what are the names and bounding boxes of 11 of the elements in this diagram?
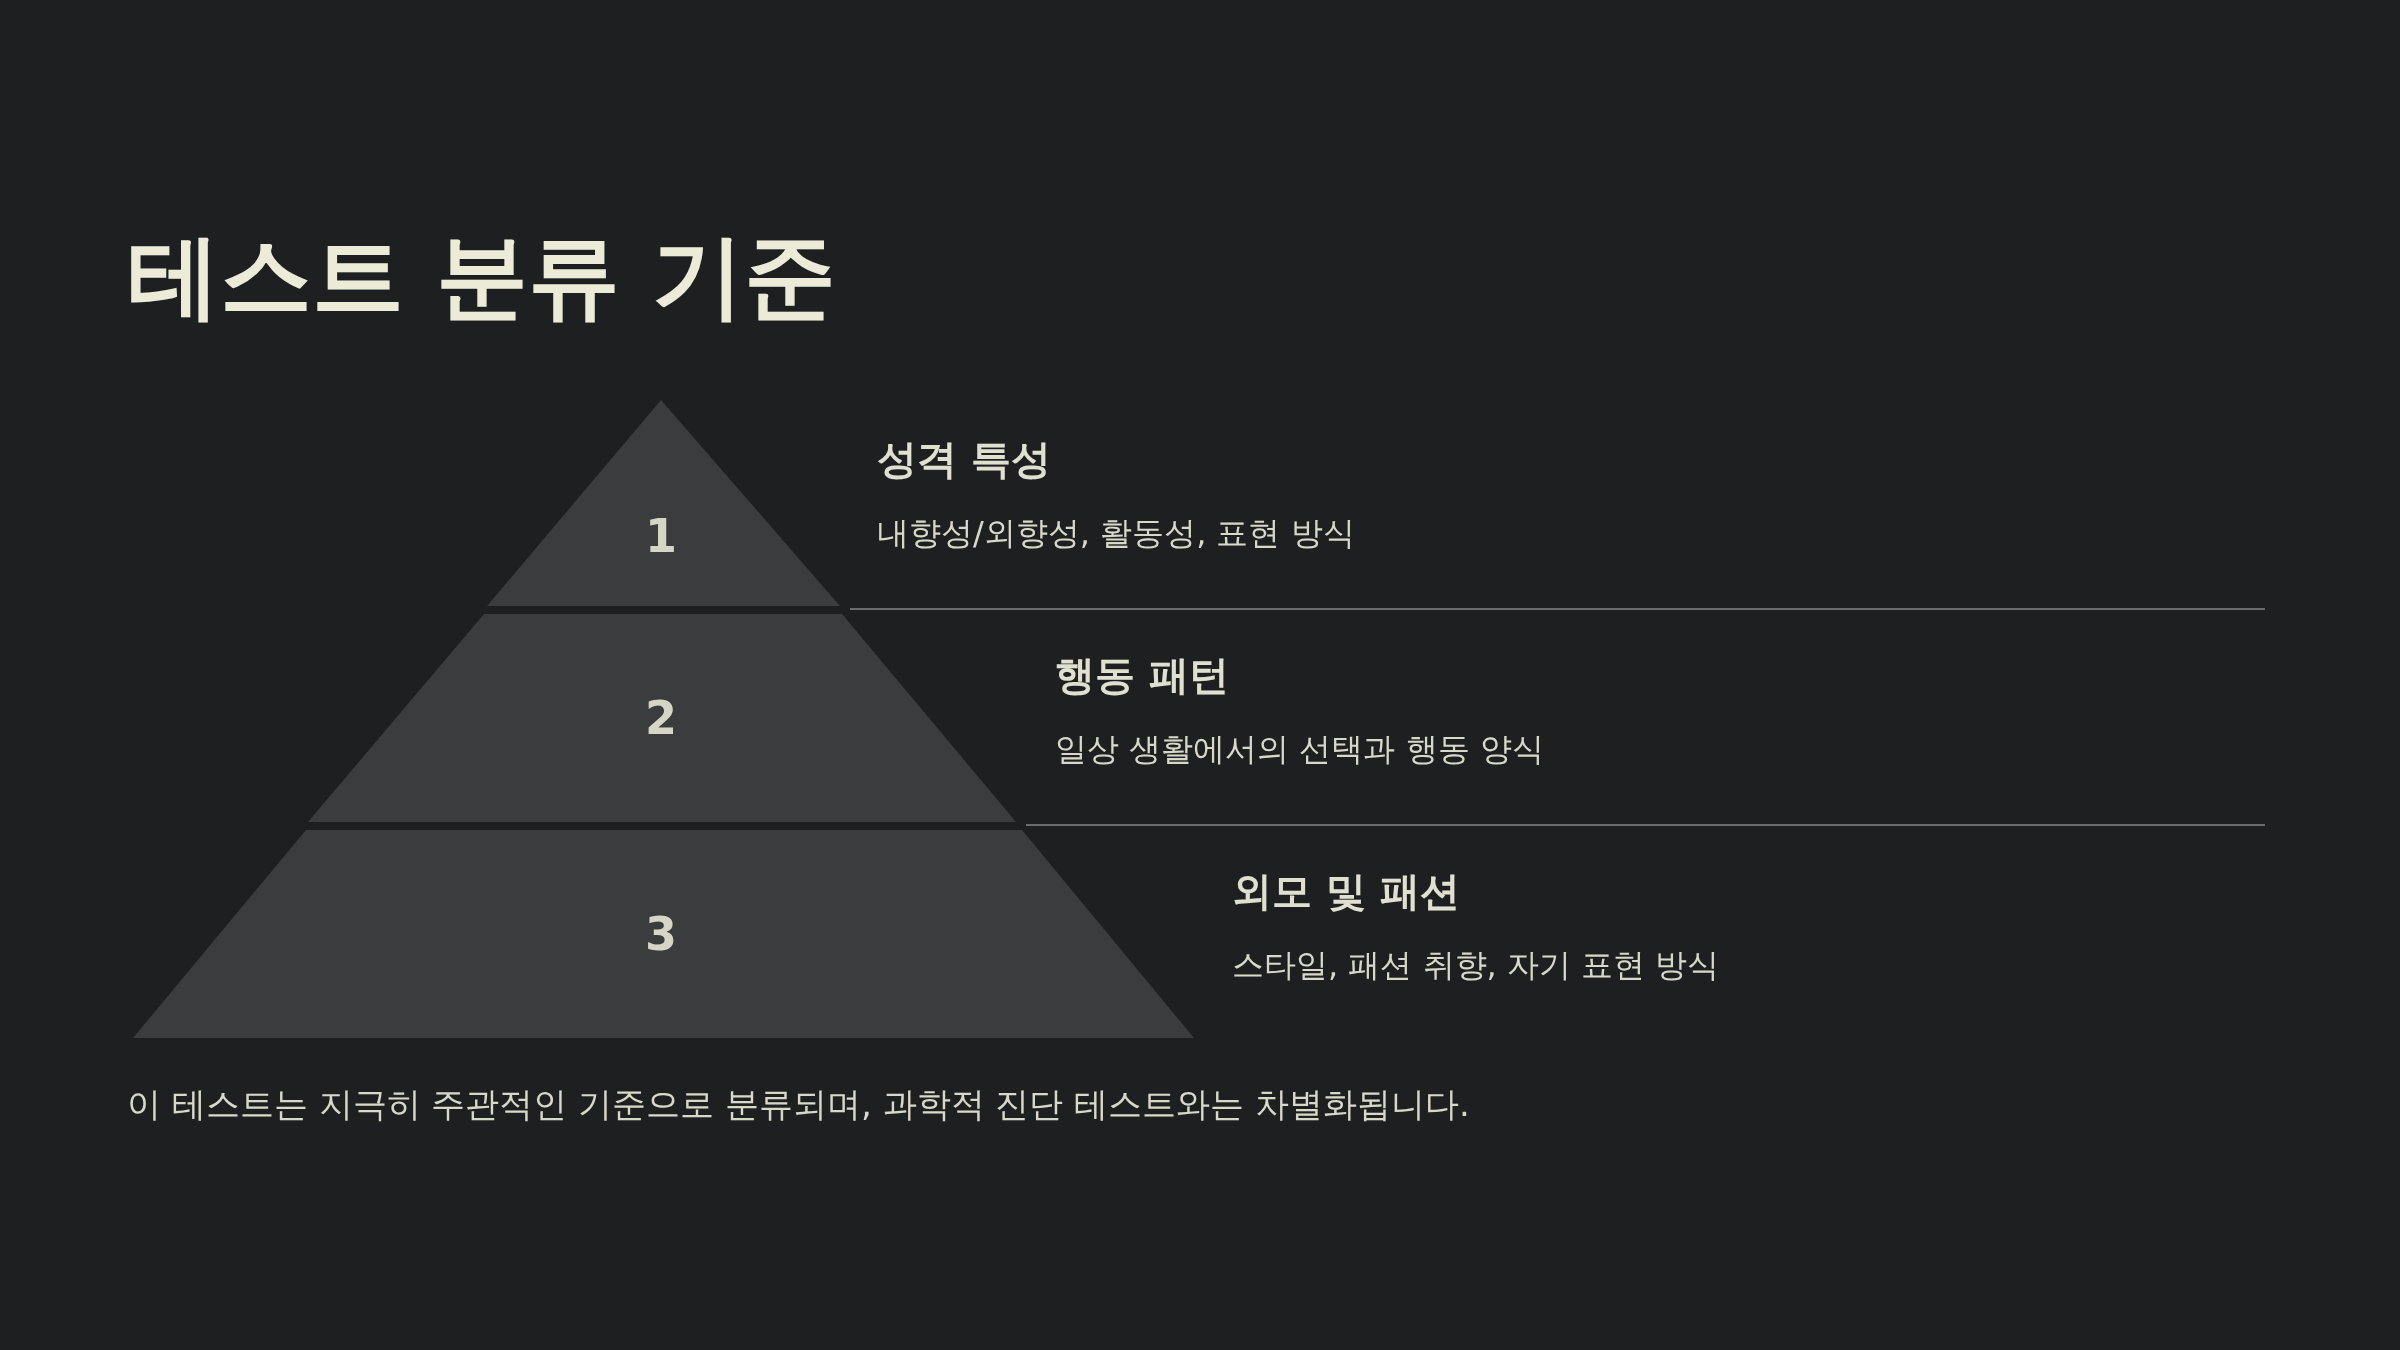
tier-number: 3 [645, 907, 677, 961]
tier-description: 일상 생활에서의 선택과 행동 양식 [1055, 729, 1544, 770]
tier-description: 스타일, 패션 취향, 자기 표현 방식 [1232, 945, 1720, 986]
tier-number: 2 [645, 691, 677, 745]
footnote: 이 테스트는 지극히 주관적인 기준으로 분류되며, 과학적 진단 테스트와는 차별화됩니다. [127, 1083, 1470, 1126]
tier-heading: 행동 패턴 [1055, 651, 1229, 700]
tier-heading: 외모 및 패션 [1232, 867, 1460, 916]
title: 테스트 분류 기준 [128, 222, 837, 332]
tier-heading: 성격 특성 [877, 435, 1051, 484]
tier-number: 1 [645, 508, 677, 563]
tier-description: 내향성/외향성, 활동성, 표현 방식 [877, 513, 1355, 554]
